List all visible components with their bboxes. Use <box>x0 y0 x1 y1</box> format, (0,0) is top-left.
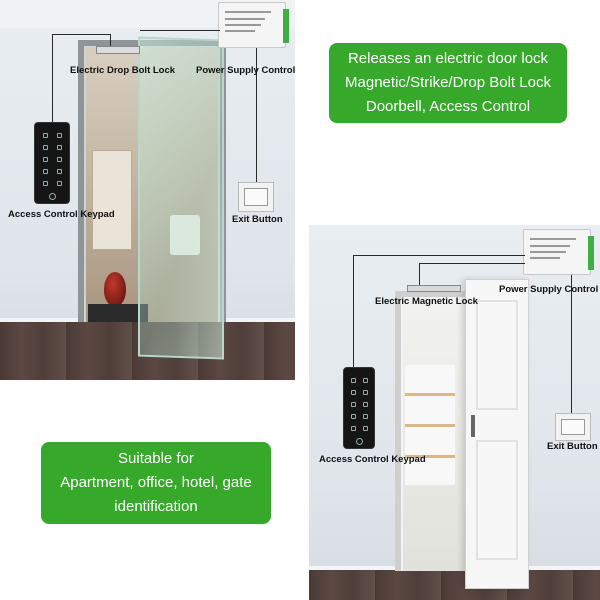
wood-floor <box>309 570 600 600</box>
wire <box>353 255 525 256</box>
label-magnetic-lock: Electric Magnetic Lock <box>375 296 478 307</box>
wire <box>419 263 525 264</box>
power-supply-box <box>523 229 594 275</box>
terminal-block <box>283 9 289 43</box>
exit-button-device <box>238 182 274 212</box>
terminal-block <box>588 236 594 270</box>
suitable-line-1: Suitable for <box>118 450 194 467</box>
label-exit-button: Exit Button <box>232 214 283 225</box>
door-panel-bottom <box>476 440 518 560</box>
bottom-installation-photo: Electric Magnetic Lock Power Supply Cont… <box>309 225 600 600</box>
console-table <box>88 304 148 322</box>
features-callout: Releases an electric door lock Magnetic/… <box>329 43 567 123</box>
suitable-callout: Suitable for Apartment, office, hotel, g… <box>41 442 271 524</box>
features-line-1: Releases an electric door lock <box>347 50 549 67</box>
top-installation-photo: Electric Drop Bolt Lock Power Supply Con… <box>0 0 295 380</box>
wire <box>52 34 53 122</box>
suitable-line-2: Apartment, office, hotel, gate <box>60 474 252 491</box>
label-keypad: Access Control Keypad <box>319 454 426 465</box>
wire <box>419 263 420 285</box>
exit-button-device <box>555 413 591 441</box>
wire <box>353 255 354 367</box>
drop-bolt-lock <box>96 46 140 54</box>
power-supply-box <box>218 2 289 48</box>
keypad-bell-icon <box>356 438 363 445</box>
door-handle <box>471 415 475 437</box>
access-control-keypad <box>34 122 70 204</box>
label-drop-bolt-lock: Electric Drop Bolt Lock <box>70 65 176 76</box>
label-keypad: Access Control Keypad <box>8 209 115 220</box>
features-line-2: Magnetic/Strike/Drop Bolt Lock <box>345 74 551 91</box>
wire <box>256 48 257 182</box>
suitable-line-3: identification <box>114 498 198 515</box>
wire <box>110 34 111 46</box>
wire <box>571 275 572 413</box>
wire <box>52 34 110 35</box>
white-door <box>465 279 529 589</box>
label-power-supply: Power Supply Control <box>196 65 295 76</box>
vase <box>104 272 126 306</box>
features-line-3: Doorbell, Access Control <box>365 98 531 115</box>
glass-door <box>138 36 224 360</box>
label-exit-button: Exit Button <box>547 441 598 452</box>
door-panel-top <box>476 300 518 410</box>
magnetic-lock <box>407 285 461 292</box>
wire <box>140 30 220 31</box>
interior-window <box>92 150 132 250</box>
interior-shelves <box>405 365 455 485</box>
label-power-supply: Power Supply Control <box>499 284 599 295</box>
access-control-keypad <box>343 367 375 449</box>
keypad-bell-icon <box>49 193 56 200</box>
